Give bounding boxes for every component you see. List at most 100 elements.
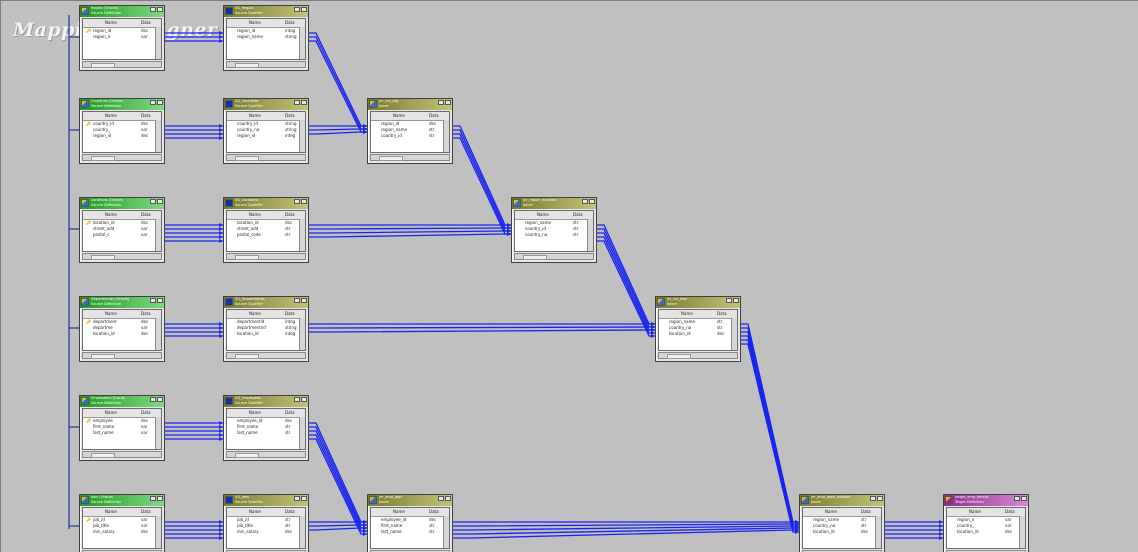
maximize-icon[interactable] (301, 298, 307, 303)
port-link-4-7-2[interactable] (453, 133, 511, 232)
maximize-icon[interactable] (589, 199, 595, 204)
minimize-icon[interactable] (438, 100, 444, 105)
minimize-icon[interactable] (438, 496, 444, 501)
vertical-scrollbar[interactable] (587, 219, 593, 251)
widget-title-bar[interactable]: Employees (Oracle)Source Definition (80, 396, 164, 407)
widget-title-bar[interactable]: Region (Oracle)Source Definition (80, 6, 164, 17)
maximize-icon[interactable] (157, 496, 163, 501)
port-link-3-4-2[interactable] (309, 131, 367, 135)
minimize-icon[interactable] (1014, 496, 1020, 501)
horizontal-scrollbar[interactable] (82, 451, 162, 458)
vertical-scrollbar[interactable] (155, 219, 161, 251)
horizontal-scrollbar[interactable] (802, 550, 882, 552)
maximize-icon[interactable] (445, 100, 451, 105)
minimize-icon[interactable] (294, 397, 300, 402)
horizontal-scrollbar[interactable] (370, 154, 450, 161)
maximize-icon[interactable] (301, 199, 307, 204)
vertical-scrollbar[interactable] (155, 417, 161, 449)
maximize-icon[interactable] (157, 199, 163, 204)
maximize-icon[interactable] (301, 100, 307, 105)
horizontal-scrollbar[interactable] (82, 550, 162, 552)
port-row[interactable]: country_var (83, 127, 161, 133)
horizontal-scrollbar[interactable] (658, 352, 738, 359)
maximize-icon[interactable] (157, 7, 163, 12)
port-link-12-15-2[interactable] (309, 430, 367, 529)
maximize-icon[interactable] (157, 397, 163, 402)
vertical-scrollbar[interactable] (299, 516, 305, 548)
minimize-icon[interactable] (870, 496, 876, 501)
horizontal-scrollbar[interactable] (370, 550, 450, 552)
horizontal-scrollbar[interactable] (82, 61, 162, 68)
port-link-3-4-1[interactable] (309, 128, 367, 131)
minimize-icon[interactable] (150, 199, 156, 204)
widget-title-bar[interactable]: Departments (Oracle)Source Definition (80, 297, 164, 308)
maximize-icon[interactable] (733, 298, 739, 303)
horizontal-scrollbar[interactable] (226, 550, 306, 552)
port-link-15-16-1[interactable] (453, 523, 799, 527)
maximize-icon[interactable] (157, 298, 163, 303)
vertical-scrollbar[interactable] (299, 219, 305, 251)
vertical-scrollbar[interactable] (155, 120, 161, 152)
minimize-icon[interactable] (294, 496, 300, 501)
horizontal-scrollbar[interactable] (946, 550, 1026, 552)
minimize-icon[interactable] (726, 298, 732, 303)
vertical-scrollbar[interactable] (443, 516, 449, 548)
horizontal-scrollbar[interactable] (226, 352, 306, 359)
port-link-1-4-0[interactable] (309, 32, 367, 127)
maximize-icon[interactable] (1021, 496, 1027, 501)
horizontal-scrollbar[interactable] (226, 154, 306, 161)
port-link-10-16-5[interactable] (741, 343, 799, 533)
